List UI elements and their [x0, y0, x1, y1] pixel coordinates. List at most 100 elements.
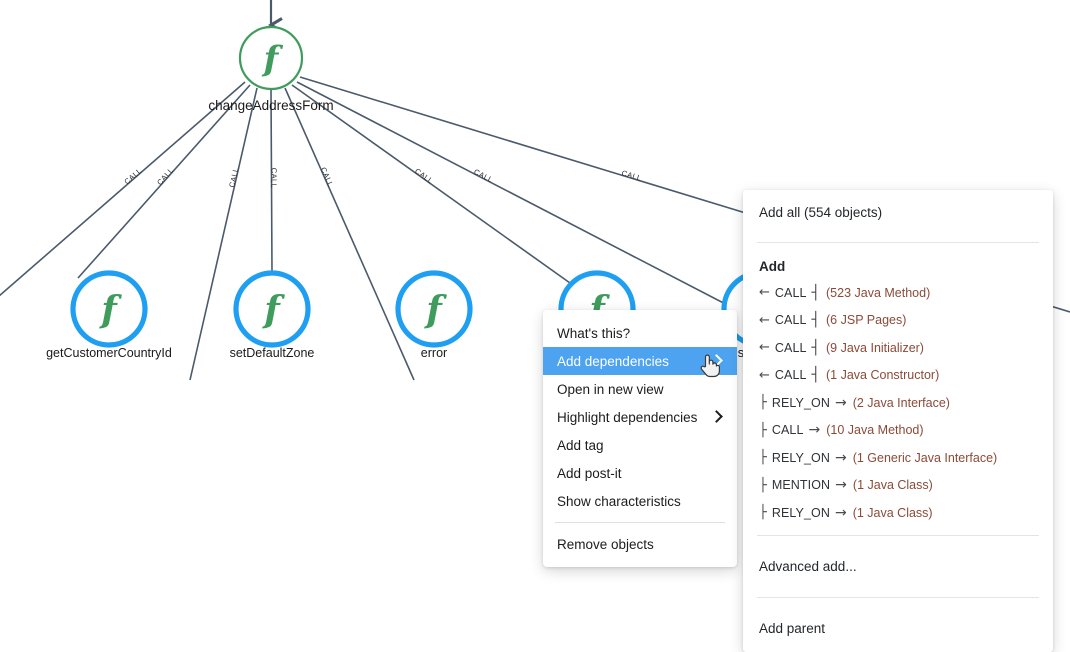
edge-label: CALL	[319, 166, 335, 188]
edge-label: CALL	[621, 168, 643, 183]
menu-item-label: Remove objects	[557, 536, 654, 552]
graph-edge	[296, 81, 738, 311]
dependency-count-label: (1 Java Class)	[852, 478, 933, 493]
dependency-row[interactable]: ←CALL┤(9 Java Initializer)	[743, 334, 1053, 362]
menu-item-label: Add tag	[557, 437, 604, 453]
dependency-row[interactable]: ← CALL ┤ (1 Java Constructor)	[743, 362, 1053, 390]
dependency-row[interactable]: ├RELY_ON→(1 Java Class)	[743, 499, 1053, 527]
dependency-count-label: (523 Java Method)	[826, 285, 931, 300]
dependency-count-label: (10 Java Method)	[826, 423, 924, 438]
dependency-type-label: CALL	[774, 368, 807, 383]
submenu-item-add-parent[interactable]: Add parent	[743, 606, 1053, 651]
dependency-type-label: CALL	[774, 313, 807, 328]
node-child-circle[interactable]	[233, 270, 311, 348]
dependency-count-label: (1 Generic Java Interface)	[852, 450, 998, 465]
menu-item-label: Open in new view	[557, 381, 664, 397]
edge-label: CALL	[269, 168, 278, 188]
incoming-arrow-icon: ←	[759, 285, 770, 301]
dependency-type-label: RELY_ON	[771, 450, 830, 465]
outgoing-arrow-icon: →	[834, 449, 847, 466]
outgoing-bar-icon: ├	[759, 422, 767, 438]
node-root-circle[interactable]	[238, 25, 304, 91]
dependency-count-label: (1 Java Constructor)	[826, 368, 940, 383]
edge-label: CALL	[413, 166, 435, 185]
dependency-row[interactable]: ├RELY_ON→(2 Java Interface)	[743, 389, 1053, 417]
node-child-circle[interactable]	[395, 270, 473, 348]
incoming-arrow-icon: ←	[759, 312, 770, 328]
menu-item-show-characteristics[interactable]: Show characteristics	[543, 487, 737, 515]
submenu-advanced-add-label: Advanced add...	[759, 558, 857, 574]
menu-item-open-in-new-view[interactable]: Open in new view	[543, 375, 737, 403]
dependency-type-label: CALL	[771, 423, 804, 438]
incoming-bar-icon: ┤	[811, 367, 821, 384]
node-child-circle[interactable]	[70, 270, 148, 348]
menu-item-add-post-it[interactable]: Add post-it	[543, 459, 737, 487]
menu-item-remove-objects[interactable]: Remove objects	[543, 530, 737, 558]
dependency-count-label: (6 JSP Pages)	[826, 313, 907, 328]
edge-label: CALL	[227, 166, 240, 188]
node-root[interactable]: f changeAddressForm	[208, 25, 334, 113]
graph-edge	[270, 88, 273, 274]
node-child-label: getCustomerCountryId	[46, 346, 172, 360]
incoming-arrow-icon: ←	[759, 340, 770, 356]
menu-item-label: Add post-it	[557, 465, 622, 481]
dependency-row[interactable]: ├ RELY_ON → (1 Generic Java Interface)	[743, 444, 1053, 472]
incoming-bar-icon: ┤	[811, 284, 821, 301]
outgoing-bar-icon: ├	[759, 450, 767, 466]
context-menu-divider	[555, 522, 725, 523]
node-child-label: error	[421, 346, 447, 360]
submenu-add-all-label: Add all (554 objects)	[759, 204, 883, 220]
menu-item-label: What's this?	[557, 325, 631, 341]
menu-item-label: Highlight dependencies	[557, 409, 698, 425]
outgoing-bar-icon: ├	[759, 477, 767, 493]
incoming-bar-icon: ┤	[811, 339, 821, 356]
dependency-row[interactable]: ← CALL ┤ (523 Java Method)	[743, 279, 1053, 307]
chevron-right-icon	[711, 410, 723, 424]
outgoing-arrow-icon: →	[835, 477, 847, 494]
submenu-item-advanced-add[interactable]: Advanced add...	[743, 544, 1053, 589]
menu-item-label: Show characteristics	[557, 493, 681, 509]
incoming-arrow-icon: ←	[759, 367, 770, 383]
function-glyph-icon: f	[262, 39, 284, 79]
menu-item-add-dependencies[interactable]: Add dependencies	[543, 347, 737, 375]
outgoing-arrow-icon: →	[834, 504, 847, 521]
dependency-type-label: CALL	[774, 285, 807, 300]
graph-edge	[291, 84, 571, 284]
dependency-count-label: (2 Java Interface)	[852, 395, 950, 410]
outgoing-arrow-icon: →	[808, 422, 821, 439]
dependency-type-label: CALL	[774, 340, 807, 355]
submenu-divider-2	[757, 534, 1039, 536]
submenu-item-add-all[interactable]: Add all (554 objects)	[743, 190, 1053, 234]
dependency-row[interactable]: ├ CALL → (10 Java Method)	[743, 417, 1053, 445]
occluded-node-label-sliver: is	[735, 346, 743, 360]
graph-edge	[284, 87, 415, 381]
graph-edge	[77, 84, 251, 279]
menu-item-what-s-this[interactable]: What's this?	[543, 319, 737, 347]
edge-label: CALL	[122, 166, 143, 186]
dependency-type-label: MENTION	[771, 478, 831, 493]
dependency-type-label: RELY_ON	[771, 395, 830, 410]
dependency-row-list: ← CALL ┤ (523 Java Method) ← CALL ┤ (6 JSP Page…	[743, 279, 1053, 527]
dependency-row[interactable]: ├ MENTION → (1 Java Class)	[743, 472, 1053, 500]
menu-item-label: Add dependencies	[557, 353, 669, 369]
outgoing-arrow-icon: →	[834, 394, 847, 411]
submenu-divider-3	[757, 596, 1039, 598]
menu-item-highlight-dependencies[interactable]: Highlight dependencies	[543, 403, 737, 431]
add-dependencies-submenu[interactable]: Add all (554 objects) Add ← CALL ┤ (523 Jav…	[743, 190, 1053, 652]
submenu-add-header-label: Add	[759, 258, 786, 274]
dependency-row[interactable]: ← CALL ┤ (6 JSP Pages)	[743, 307, 1053, 335]
menu-item-add-tag[interactable]: Add tag	[543, 431, 737, 459]
incoming-bar-icon: ┤	[811, 312, 821, 329]
chevron-right-icon	[711, 354, 723, 368]
submenu-section-header-add: Add	[743, 253, 1053, 279]
dependency-count-label: (1 Java Class)	[852, 505, 933, 520]
submenu-divider-1	[757, 242, 1039, 243]
